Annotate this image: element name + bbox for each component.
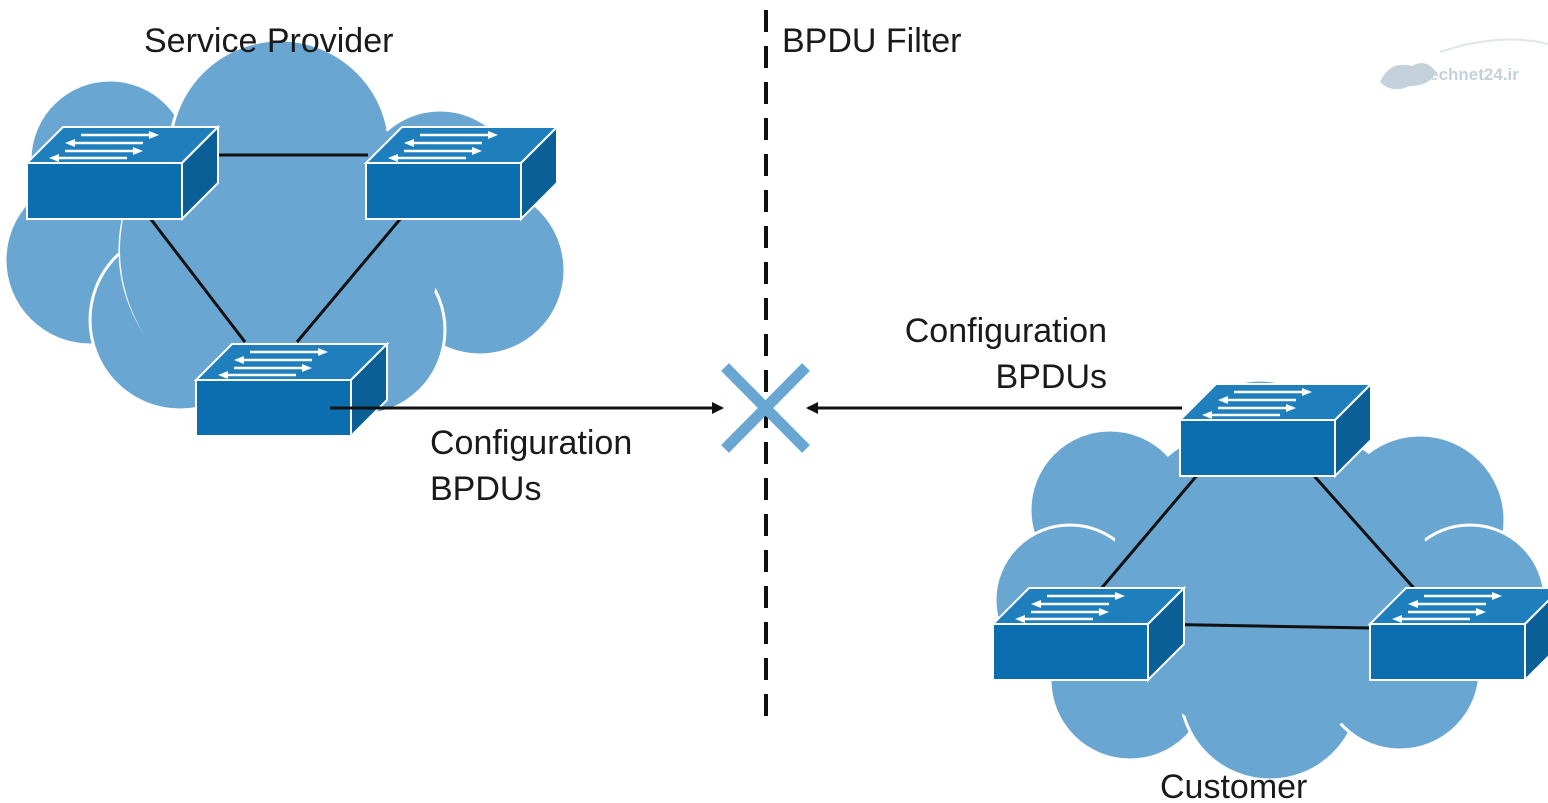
filter-label: BPDU Filter <box>782 22 961 60</box>
left-msg-line2: BPDUs <box>430 470 541 508</box>
provider-switch-left <box>25 125 220 221</box>
left-msg-line1: Configuration <box>430 424 632 462</box>
block-x-icon <box>721 363 810 453</box>
provider-switch-right <box>364 125 559 221</box>
provider-switch-bottom <box>194 342 389 438</box>
customer-switch-right <box>1368 586 1548 682</box>
customer-switch-top <box>1178 382 1373 478</box>
right-msg-line2: BPDUs <box>996 358 1107 396</box>
right-msg-line1: Configuration <box>905 312 1107 350</box>
customer-switch-left <box>991 586 1186 682</box>
customer-label: Customer <box>1160 768 1307 803</box>
provider-label: Service Provider <box>144 22 393 60</box>
watermark-text: Technet24.ir <box>1420 65 1519 84</box>
watermark: Technet24.ir <box>1380 38 1548 90</box>
